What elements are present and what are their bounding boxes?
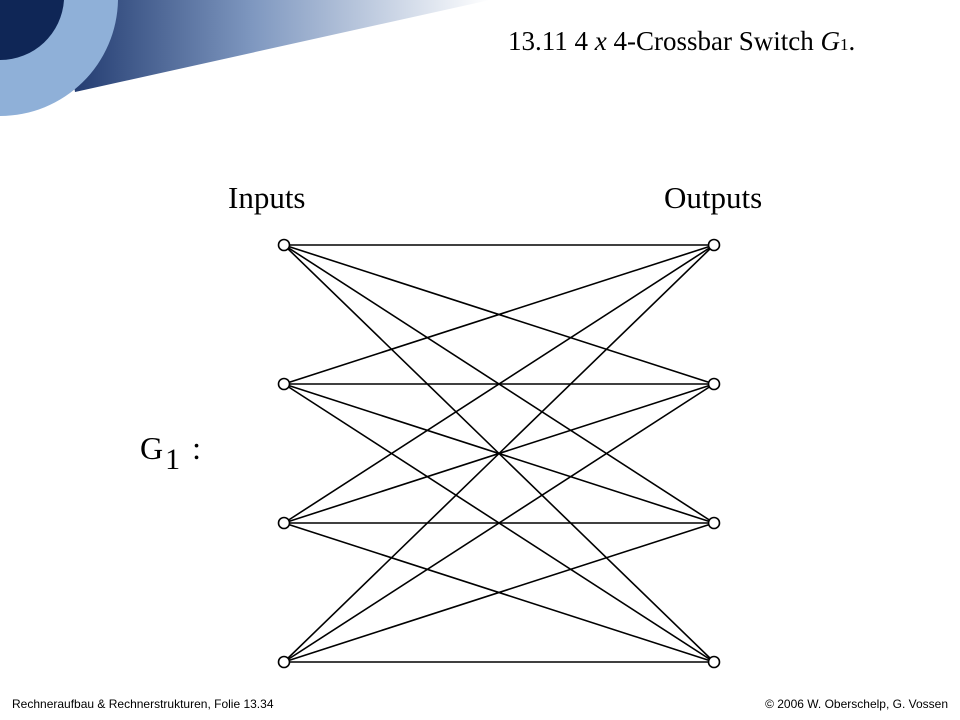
output-node-4 xyxy=(707,655,721,669)
output-node-1 xyxy=(707,238,721,252)
node-group xyxy=(277,238,721,669)
input-node-3 xyxy=(277,516,291,530)
footer-course-info: Rechneraufbau & Rechnerstrukturen, Folie… xyxy=(12,697,274,711)
graph-index: 1 xyxy=(165,443,181,476)
edge-in3-out1 xyxy=(283,244,715,524)
input-node-2 xyxy=(277,377,291,391)
edge-group xyxy=(283,244,715,663)
graph-label: G1: xyxy=(140,430,201,476)
edge-in4-out2 xyxy=(283,383,715,663)
corner-decoration xyxy=(0,0,490,116)
title-g: G xyxy=(820,26,840,56)
title-subscript: 1 xyxy=(839,35,849,54)
title-main: 13.11 4 xyxy=(508,26,595,56)
output-node-2 xyxy=(707,377,721,391)
dark-navy-arc xyxy=(0,0,64,61)
title-rest: 4-Crossbar Switch xyxy=(606,26,821,56)
output-node-3 xyxy=(707,516,721,530)
title-end: . xyxy=(848,26,856,56)
inputs-label: Inputs xyxy=(228,180,306,215)
input-node-1 xyxy=(277,238,291,252)
edge-in4-out1 xyxy=(283,244,715,663)
edge-in2-out1 xyxy=(283,244,715,385)
input-node-4 xyxy=(277,655,291,669)
fade-band xyxy=(60,0,490,92)
title-x: x xyxy=(594,26,607,56)
outputs-label: Outputs xyxy=(664,180,763,215)
graph-letter: G xyxy=(140,430,164,466)
footer-copyright: © 2006 W. Oberschelp, G. Vossen xyxy=(765,697,948,711)
edge-in4-out3 xyxy=(283,522,715,663)
graph-colon: : xyxy=(192,430,201,466)
slide-title: 13.11 4 x 4-Crossbar Switch G1. xyxy=(508,26,855,57)
